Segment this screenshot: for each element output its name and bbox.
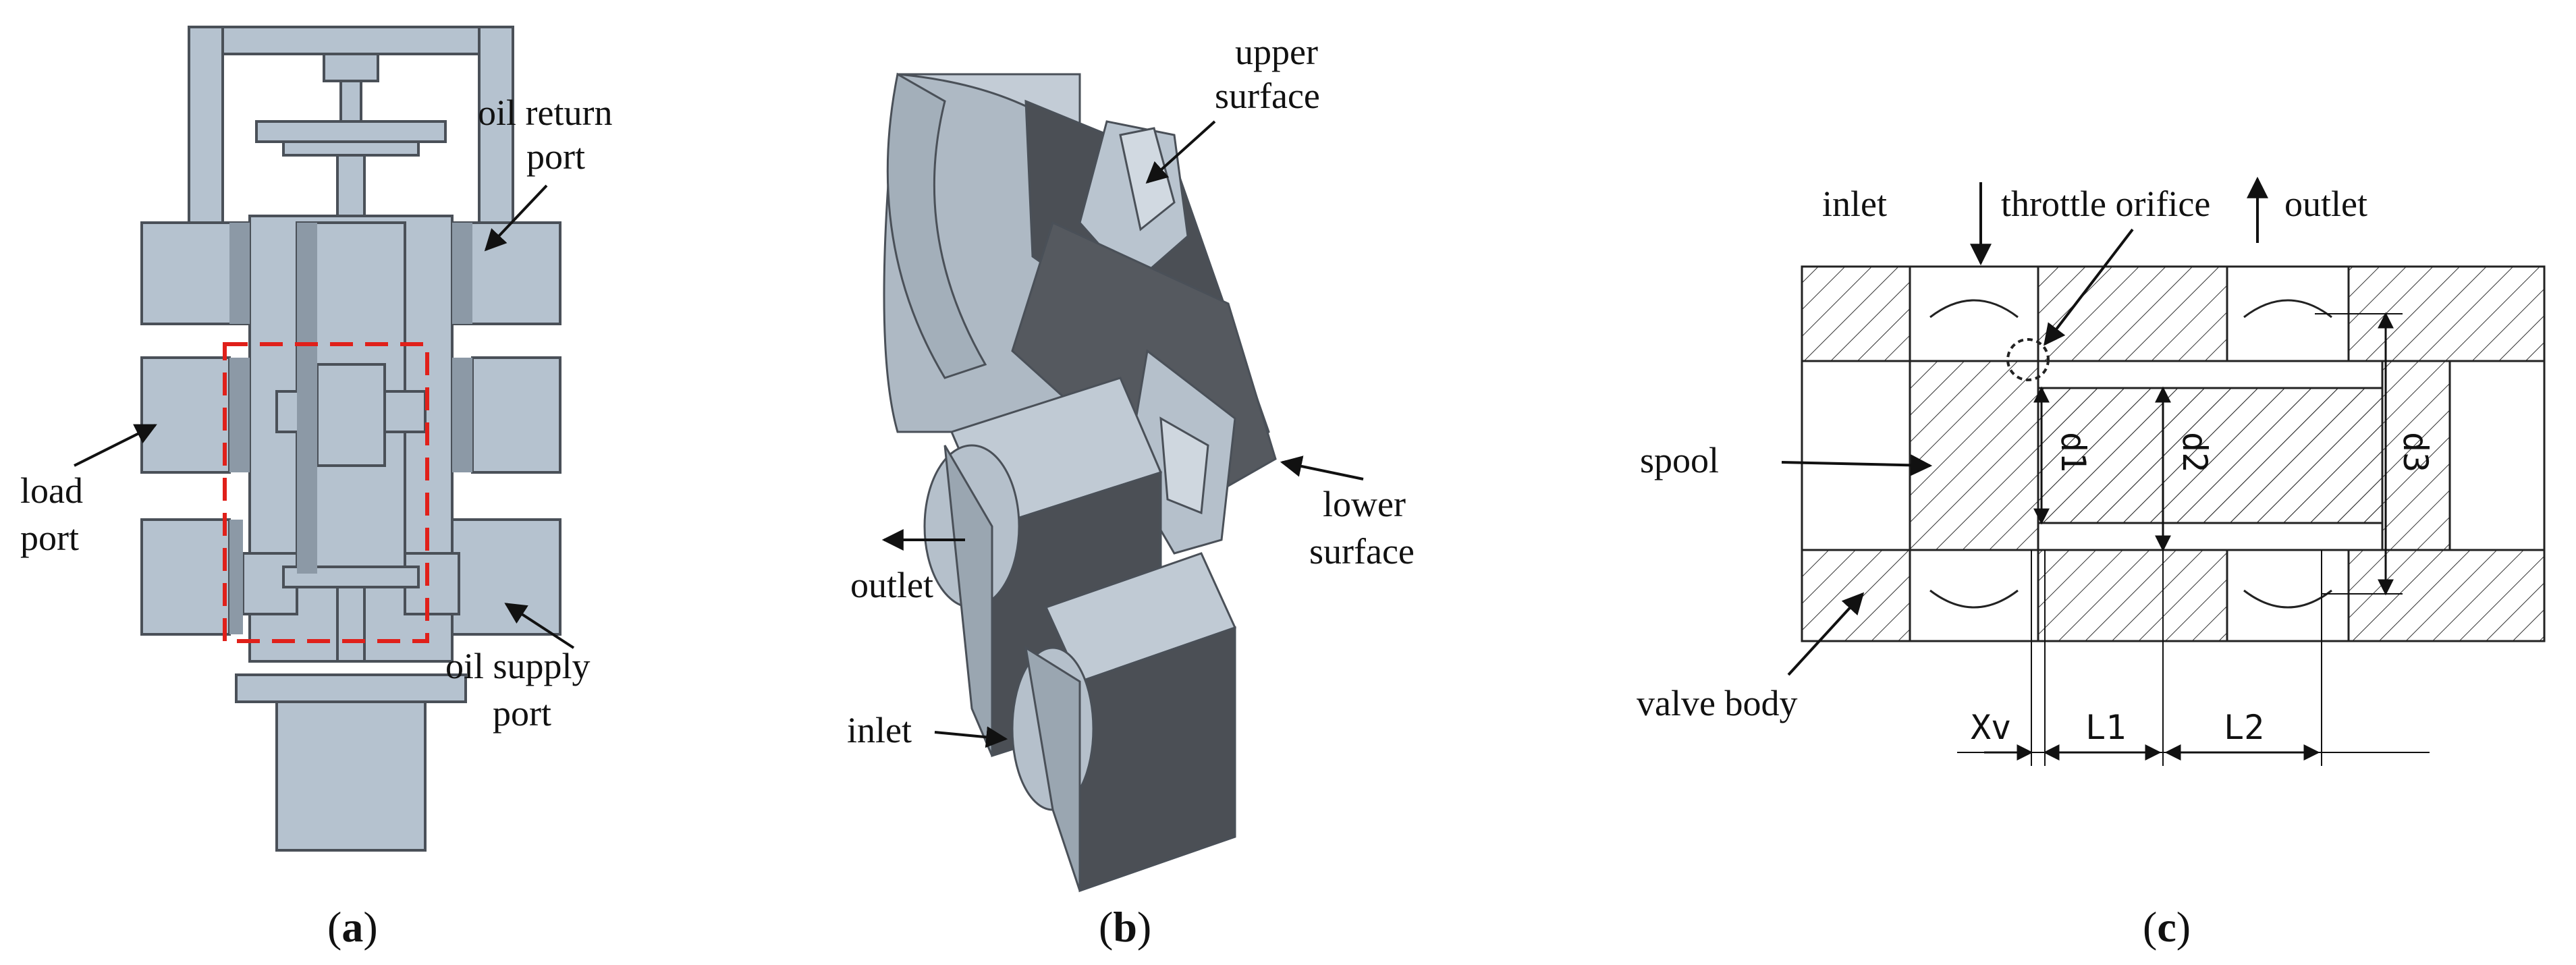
lower-surface-arrow bbox=[1280, 456, 1364, 480]
dim-l2: L2 bbox=[2224, 708, 2264, 747]
valve-body-arrow bbox=[1787, 592, 1865, 676]
oil-return-port-label-1: oil return bbox=[478, 92, 612, 133]
oil-return-port-arrow bbox=[484, 184, 548, 252]
valve-body-label: valve body bbox=[1637, 683, 1797, 723]
load-port-label-1: load bbox=[20, 470, 83, 511]
dashed-region-box bbox=[223, 342, 429, 643]
spool-label: spool bbox=[1640, 440, 1719, 480]
upper-surface-arrow bbox=[1145, 120, 1216, 184]
lower-surface-label-1: lower bbox=[1323, 484, 1406, 524]
oil-supply-port-arrow bbox=[504, 603, 575, 649]
lower-surface-label-2: surface bbox=[1309, 531, 1415, 572]
dim-l1: L1 bbox=[2085, 708, 2126, 747]
panel-b-caption: (b) bbox=[1099, 903, 1151, 951]
upper-surface-label-1: upper bbox=[1235, 32, 1318, 72]
throttle-orifice-label: throttle orifice bbox=[2001, 184, 2210, 224]
outlet-label-b: outlet bbox=[850, 565, 933, 605]
inlet-label-c: inlet bbox=[1822, 184, 1887, 224]
panel-c-drawing bbox=[1801, 265, 2546, 766]
spool-arrow bbox=[1781, 454, 1933, 476]
throttle-orifice-arrow bbox=[2044, 228, 2134, 346]
dim-d3: d3 bbox=[2396, 432, 2435, 472]
inlet-label-b: inlet bbox=[847, 710, 912, 750]
dim-d2: d2 bbox=[2175, 432, 2214, 472]
outlet-label-c: outlet bbox=[2284, 184, 2367, 224]
oil-supply-port-label-1: oil supply bbox=[445, 646, 591, 686]
upper-surface-label-2: surface bbox=[1215, 76, 1320, 116]
dim-d1: d1 bbox=[2054, 432, 2093, 472]
inlet-arrow-b bbox=[934, 726, 1008, 748]
panel-a-shading bbox=[229, 223, 472, 634]
dim-xv: Xv bbox=[1971, 708, 2011, 747]
oil-supply-port-label-2: port bbox=[493, 693, 551, 734]
panel-b-drawing bbox=[883, 72, 1277, 893]
oil-return-port-label-2: port bbox=[526, 136, 585, 177]
load-port-label-2: port bbox=[20, 518, 79, 558]
load-port-arrow bbox=[74, 424, 157, 467]
throttle-orifice-circle bbox=[2006, 338, 2050, 381]
panel-c-caption: (c) bbox=[2143, 903, 2191, 951]
panel-a-caption: (a) bbox=[327, 903, 378, 951]
